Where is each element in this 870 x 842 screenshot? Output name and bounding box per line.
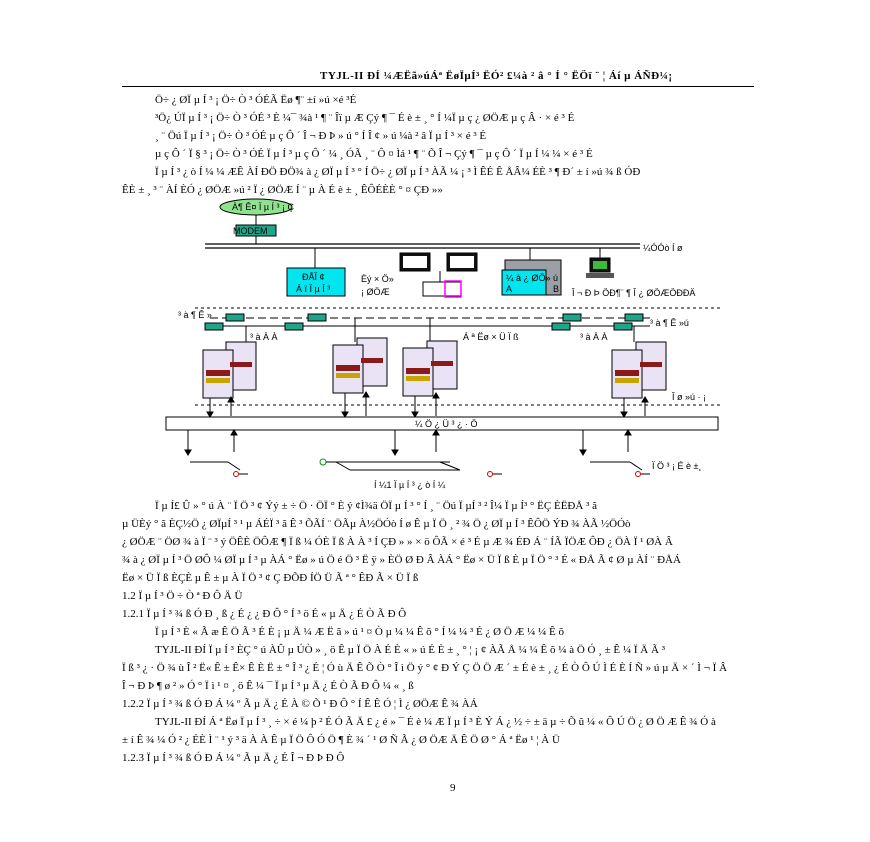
monitor-2-screen	[450, 256, 474, 268]
text-line: Î ¬ Ð Þ ¶ ø ² » Ó ° Ï ì ¹ ¤ ¸ ö Ê ¼ ¯ Ï …	[122, 680, 414, 692]
left-sub-label: ³ à À À	[250, 332, 278, 342]
host-label: ¼ à ¿ ØÖ» ú	[506, 273, 558, 283]
page-header: TYJL-II ÐÍ ¼ÆËã»úÁª ËøÏµÍ³ ËÓ² £¼à ² â °…	[320, 70, 673, 82]
text-line: ± í Ê ¾ ¼ Ó ² ¿ ÉÈ Ì ¨ ¹ ý ³ ä À À Ê µ Ï…	[122, 734, 560, 746]
page-number: 9	[450, 782, 456, 794]
info-system-label-2: Á ï Ï µ Í ³	[296, 284, 330, 294]
maintenance-pc-screen	[593, 261, 607, 269]
ellipse-label: À¶ Ê¤ Ï µ Í ³ ¡ Ç	[232, 202, 295, 212]
node-box	[204, 322, 224, 331]
control-label-2: ¡ ØÖÆ	[361, 287, 390, 297]
switch-box	[422, 281, 462, 297]
text-line: Ï µ Í ³ ¿ ò Í ¼ ¼ ÆÊ ÀÍ ÐÖ ÐÖ¾ à ¿ ØÏ µ …	[155, 166, 641, 178]
figure-caption: Í ¼1 Ï µ Í ³ ¿ ò Í ¼	[374, 480, 446, 490]
node-box	[624, 313, 644, 322]
field-arrows	[184, 429, 632, 456]
switch-highlight	[444, 280, 462, 298]
host-a-box	[501, 269, 547, 296]
right-side-label: ³ à ¶ Ê »ú	[650, 318, 689, 328]
host-b-label: B	[553, 284, 559, 294]
signal-icon	[487, 471, 493, 477]
section-heading: 1.2.2 Ï µ Í ³ ¾ ß Ó Ð Á ¼ º Ã µ Ä ¿ É À …	[122, 698, 478, 710]
text-line: TYJL-II ÐÍ Á ª Ëø Ï µ Í ³ ¸ ÷ × é ¼ þ ² …	[155, 716, 716, 728]
maintenance-center-label: Î ¬ Ð Þ ÖÐ¶¨ ¶ Î ¿ ØÖÆÖÐÐÄ	[571, 288, 695, 298]
text-line: ÊÈ ± ¸ ³ ¨ ÀÍ ÈÓ ¿ ØÖÆ »ú ² Ï ¿ ØÖÆ Í ¨ …	[122, 184, 443, 196]
text-line: µ ç Ô ´ Ï § ³ ¡ Ö÷ Ò ³ ÓÉ Ï µ Í ³ µ ç Ô …	[155, 148, 593, 160]
text-line: ¾ à ¿ ØÏ µ Í ³ Ö ØÔ ¼ ØÏ µ Í ³ µ ÀÁ ° Ëø…	[122, 554, 681, 566]
text-line: Ëø × Ü Ï ß ÈÇÈ µ Ê ± µ À Ï Ö ³ ¢ Ç ÐÕÐ Í…	[122, 572, 419, 584]
section-heading: 1.2.1 Ï µ Í ³ ¾ ß Ó Ð ¸ ß ¿ É ¿ ¿ Ð Ô ° …	[122, 608, 407, 620]
monitor-1-screen	[403, 256, 427, 268]
node-box	[562, 313, 582, 322]
text-line: ¿ ØÖÆ ¨ ÖØ ¾ à Ï ¨ ³ ý ÖÊÈ ÖÔÆ ¶ Ï ß ¼ Ó…	[122, 536, 673, 548]
input-label: Î ø »ú · ¡	[671, 392, 706, 402]
rack-group-2	[332, 337, 388, 394]
section-heading: 1.2.3 Ï µ Í ³ ¾ ß Ó Ð Á ¼ º Ã µ Ä ¿ É Î …	[122, 752, 345, 764]
maintenance-pc-keyboard	[586, 273, 614, 278]
info-system-label-1: ÐÅÏ ¢	[302, 272, 325, 282]
text-line: µ ÜÈý ° ã ÈÇ½Ö ¿ ØÏµÍ ³ ¹ µ ÁÉÏ ³ ã Ê ³ …	[122, 518, 631, 530]
signal-icon	[233, 471, 239, 477]
info-system-box	[286, 267, 346, 297]
node-box	[613, 322, 633, 331]
text-line: Ï µ Í ³ È « Ã æ Ê Ö Ã ³ É È ¡ µ Ä ¼ Æ Ë …	[155, 626, 565, 638]
text-line: ³Ö¿ ÚÏ µ Í ³ ¡ Ö÷ Ò ³ ÓÉ ³ È ¼¯ ¾à ¹ ¶ ¨…	[155, 112, 575, 124]
track-symbols	[190, 461, 643, 471]
host-a-label: A	[506, 284, 512, 294]
io-arrows	[206, 391, 649, 418]
left-side-label: ³ à ¶ Ê »	[178, 310, 212, 320]
interface-bar-label: ¼ Ö ¿ Ü ³ ¿ · Ö	[415, 419, 478, 429]
modem-label: MODEM	[233, 226, 268, 236]
header-rule	[122, 86, 754, 87]
node-box	[307, 313, 327, 322]
signal-icon	[635, 471, 641, 477]
field-equipment-label: Ï Ö ³ ¡ É è ±¸	[652, 461, 701, 471]
text-line: ¸ ¨ Öú Ï µ Í ³ ¡ Ö÷ Ò ³ ÓÉ µ ç Ô ´ Î ¬ Ð…	[155, 130, 487, 142]
lan-label: ¼ÓÓò Í ø	[643, 243, 683, 253]
text-line: Ï µ Í£ Û » ° ú À ¨ Ï Ö ³ ¢ Ýý ± ÷ Ö · ÖÏ…	[155, 500, 597, 512]
text-line: TYJL-II ÐÍ Ï µ Í ³ ÈÇ ° ú ÀÛ µ ÚÒ » ¸ ö …	[155, 644, 665, 656]
node-box	[225, 313, 245, 322]
rack-group-3	[402, 340, 458, 397]
rack-group-4	[611, 341, 667, 399]
text-line: Ö÷ ¿ ØÏ µ Í ³ ¡ Ö÷ Ò ³ ÓÉÃ Ëø ¶¨ ±í »ú ×…	[155, 94, 357, 106]
signal-icon	[319, 458, 327, 466]
rack-group-1	[202, 341, 257, 399]
section-heading: 1.2 Ï µ Í ³ Ö ÷ Ò ª Ð Ô Ä Ü	[122, 590, 243, 602]
interlock-bus-label: Á ª Ëø × Ü Ï ß	[463, 332, 519, 342]
node-box	[284, 322, 304, 331]
right-sub-label: ³ à À À	[580, 332, 608, 342]
node-box	[551, 322, 571, 331]
text-line: Ï ß ³ ¿ · Ö ¾ ù Î ² Ë« Ê ± Ê× Ê È Ë ± ° …	[122, 662, 728, 674]
interface-bar	[165, 416, 719, 431]
control-label-1: Èý × Ö»	[361, 274, 394, 284]
